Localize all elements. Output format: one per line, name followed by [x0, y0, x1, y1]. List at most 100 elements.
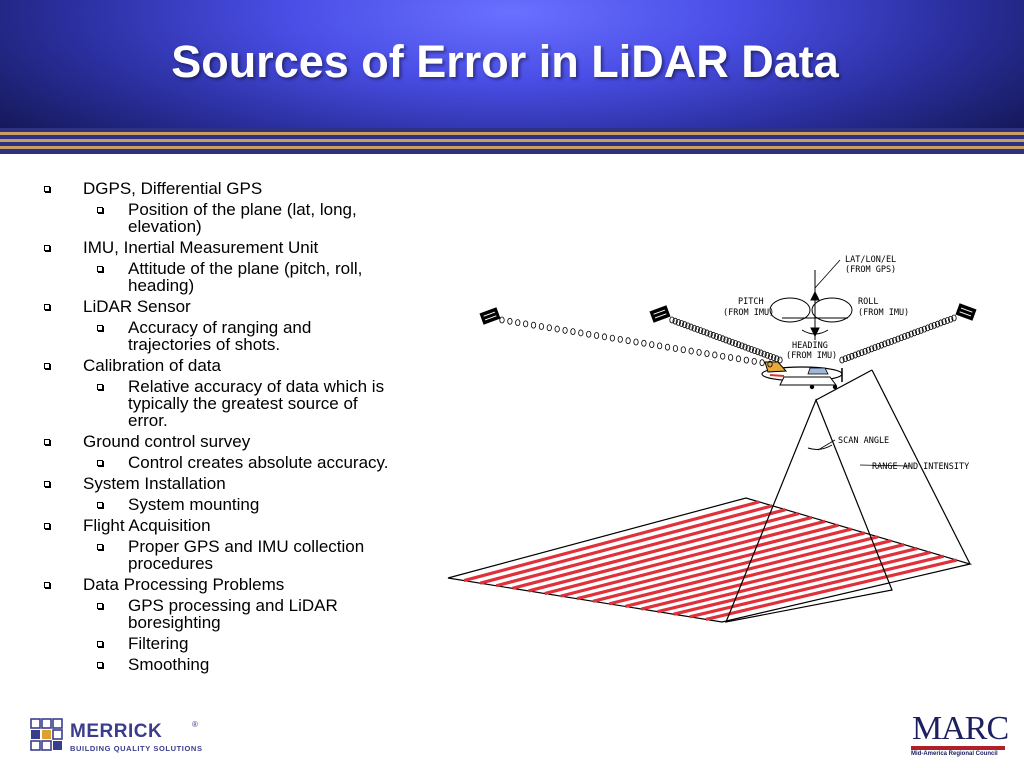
- title-bar: Sources of Error in LiDAR Data: [0, 0, 1024, 128]
- square-bullet-icon: [97, 603, 103, 609]
- signal-loop: [727, 354, 734, 361]
- signal-loop: [707, 330, 713, 338]
- signal-loop: [944, 317, 951, 324]
- signal-loop: [720, 335, 726, 343]
- signal-loop: [641, 339, 647, 347]
- stripe-line: [0, 146, 1024, 149]
- bullet-item: System Installation: [0, 475, 440, 492]
- lat-lon-el-label: LAT/LON/EL: [845, 255, 896, 265]
- signal-loop: [759, 359, 765, 367]
- signal-loop: [593, 332, 600, 339]
- bullet-text: LiDAR Sensor: [83, 297, 191, 316]
- sub-bullet-item: Proper GPS and IMU collection procedures: [0, 538, 440, 572]
- signal-loop: [694, 326, 701, 333]
- signal-loop: [845, 354, 852, 361]
- bullet-text: Relative accuracy of data which is typic…: [128, 377, 385, 430]
- signal-loop: [911, 329, 918, 337]
- signal-loop: [649, 341, 655, 348]
- bullet-text: Data Processing Problems: [83, 575, 285, 594]
- scan-line: [479, 504, 773, 585]
- signal-loop: [697, 327, 704, 334]
- bullet-text: Calibration of data: [83, 356, 221, 375]
- stripe-line: [0, 139, 1024, 142]
- signal-loop: [908, 330, 914, 338]
- bullet-text: DGPS, Differential GPS: [83, 179, 263, 198]
- signal-loop: [736, 341, 742, 349]
- signal-loop: [842, 355, 848, 363]
- bullet-item: LiDAR Sensor: [0, 298, 440, 315]
- signal-loop: [726, 337, 732, 345]
- sub-bullet-item: GPS processing and LiDAR boresighting: [0, 597, 440, 631]
- airplane-icon: [761, 361, 843, 390]
- signal-loop: [849, 352, 855, 360]
- square-bullet-icon: [44, 363, 50, 369]
- square-bullet-icon: [44, 523, 50, 529]
- signal-loop: [751, 347, 758, 354]
- signal-loop: [682, 321, 688, 329]
- signal-loop: [515, 319, 521, 326]
- square-bullet-icon: [97, 460, 103, 466]
- scan-triangle: [725, 398, 893, 623]
- slide-title: Sources of Error in LiDAR Data: [171, 36, 839, 87]
- signal-loop: [701, 328, 707, 336]
- signal-loop: [570, 328, 576, 336]
- from-gps-label: (FROM GPS): [845, 265, 896, 275]
- signal-loop: [859, 349, 865, 356]
- signal-loop: [748, 346, 755, 353]
- bullet-text: System mounting: [128, 495, 260, 514]
- square-bullet-icon: [44, 582, 50, 588]
- signal-loop: [774, 355, 780, 363]
- signal-loop: [928, 323, 934, 331]
- signal-loop: [948, 315, 954, 323]
- square-bullet-icon: [97, 662, 103, 668]
- signal-loop: [872, 344, 878, 352]
- signal-loop: [888, 338, 895, 345]
- signal-loop: [852, 351, 858, 359]
- bullet-text: GPS processing and LiDAR boresighting: [128, 596, 338, 632]
- signal-loop: [499, 316, 505, 324]
- signal-loop: [905, 331, 911, 339]
- marc-logo: MARC Mid-America Regional Council: [908, 708, 1009, 760]
- signal-loop: [941, 318, 947, 326]
- roll-source-label: (FROM IMU): [858, 308, 909, 318]
- range-line: [815, 369, 873, 401]
- heading-label: HEADING: [792, 341, 828, 351]
- satellite-signals: [499, 314, 957, 368]
- signal-loop: [669, 316, 675, 324]
- signal-loop: [713, 333, 720, 340]
- signal-loop: [865, 346, 871, 354]
- signal-loop: [688, 347, 694, 355]
- signal-loop: [538, 323, 545, 330]
- signal-loop: [720, 352, 726, 360]
- signal-loop: [761, 350, 767, 358]
- scan-line: [673, 550, 931, 616]
- sub-bullet-item: Smoothing: [0, 656, 440, 673]
- sub-bullet-item: Filtering: [0, 635, 440, 652]
- signal-loop: [732, 340, 739, 347]
- square-bullet-icon: [97, 266, 103, 272]
- signal-loop: [938, 319, 944, 327]
- satellite-icon: [479, 307, 501, 325]
- signal-loop: [862, 347, 868, 355]
- signal-loop: [678, 320, 685, 327]
- signal-loop: [839, 356, 845, 364]
- marc-red-bar: [911, 746, 1005, 750]
- square-bullet-icon: [44, 186, 50, 192]
- bullet-text: Position of the plane (lat, long, elevat…: [128, 200, 357, 236]
- signal-loop: [523, 320, 529, 328]
- signal-loop: [562, 326, 568, 334]
- range-line: [871, 369, 971, 565]
- signal-loop: [771, 354, 777, 362]
- signal-loop: [680, 346, 686, 354]
- scan-line: [608, 535, 879, 606]
- sub-bullet-item: Control creates absolute accuracy.: [0, 454, 440, 471]
- signal-loop: [710, 331, 716, 339]
- bullet-item: DGPS, Differential GPS: [0, 180, 440, 197]
- sub-bullet-item: Accuracy of ranging and trajectories of …: [0, 319, 440, 353]
- signal-loop: [691, 324, 697, 332]
- signal-loop: [633, 338, 639, 346]
- signal-loop: [921, 325, 927, 333]
- scan-line: [495, 508, 786, 588]
- square-bullet-icon: [44, 245, 50, 251]
- pitch-label: PITCH: [738, 297, 764, 307]
